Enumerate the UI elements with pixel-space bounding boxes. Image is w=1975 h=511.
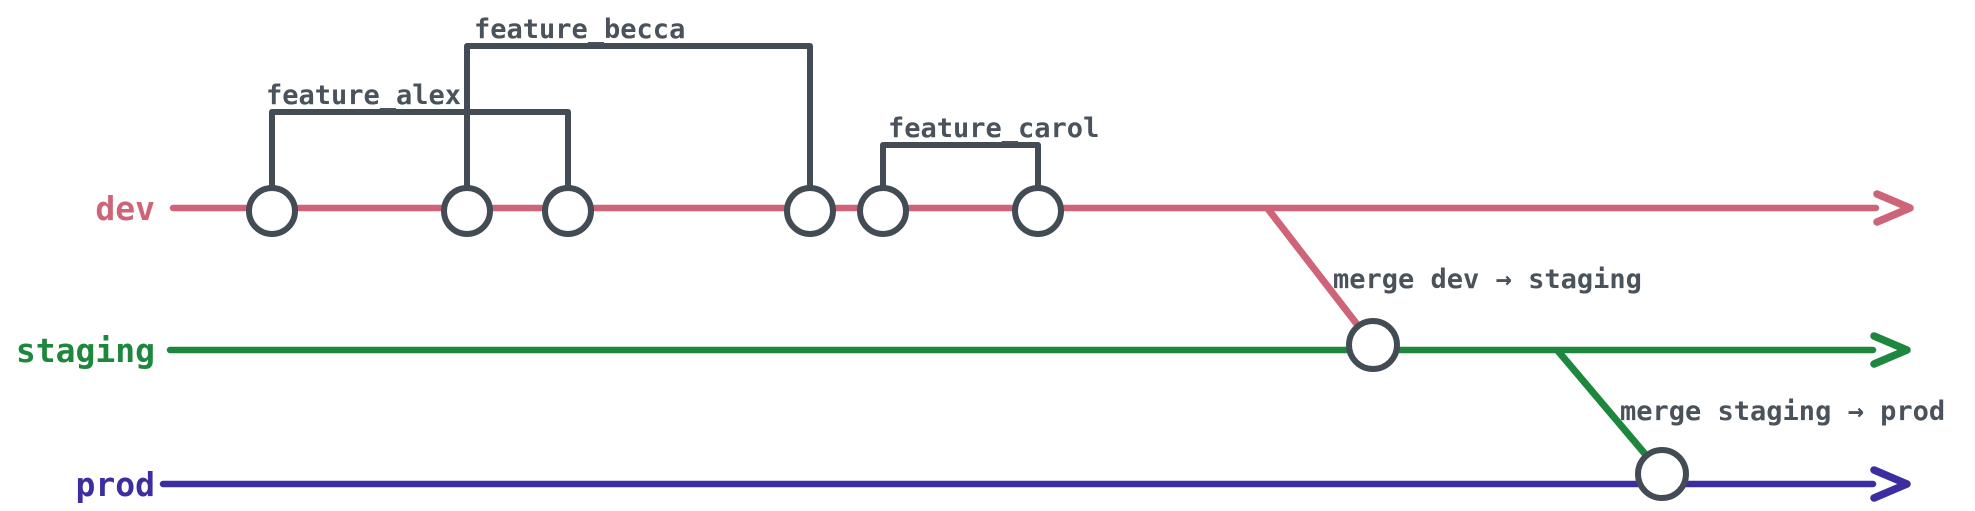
commit-node-dev-2 (441, 185, 493, 237)
merge-label-staging-to-prod: merge staging → prod (1620, 396, 1945, 427)
branch-arrowhead-icon-dev (1873, 190, 1914, 226)
feature-label-feature_alex: feature_alex (266, 80, 461, 111)
commit-node-dev-1 (246, 185, 298, 237)
branch-label-dev: dev (95, 189, 155, 228)
merge-line-dev-to-staging (1264, 205, 1377, 349)
branch-label-staging: staging (16, 331, 155, 370)
feature-label-feature_carol: feature_carol (888, 113, 1099, 144)
commit-node-dev-6 (1012, 185, 1064, 237)
feature-bracket-feature_alex (269, 109, 571, 196)
feature-bracket-feature_carol (880, 142, 1041, 196)
merge-node-prod (1635, 447, 1689, 501)
branch-arrowhead-icon-prod (1870, 466, 1911, 502)
feature-bracket-feature_becca (464, 43, 813, 196)
merge-label-dev-to-staging: merge dev → staging (1333, 264, 1642, 295)
merge-node-staging (1346, 318, 1400, 372)
commit-node-dev-4 (784, 185, 836, 237)
feature-label-feature_becca: feature_becca (474, 14, 685, 45)
branch-label-prod: prod (76, 465, 155, 504)
branch-arrowhead-icon-staging (1870, 332, 1911, 368)
commit-node-dev-3 (542, 185, 594, 237)
commit-node-dev-5 (857, 185, 909, 237)
